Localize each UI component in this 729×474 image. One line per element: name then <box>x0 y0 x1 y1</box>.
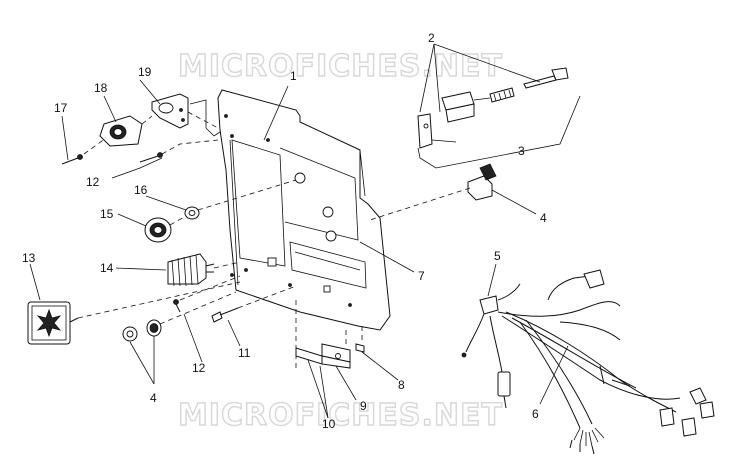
hardware-parts-8-9-10 <box>295 300 365 372</box>
watermark-bottom: MICROFICHES.NET <box>178 398 503 433</box>
callout-4-lower: 4 <box>150 391 157 405</box>
callout-9: 9 <box>360 399 367 413</box>
callout-3: 3 <box>518 144 525 158</box>
callout-4-upper: 4 <box>540 211 547 225</box>
callout-1: 1 <box>290 69 297 83</box>
switch-assembly-part-2 <box>417 67 581 169</box>
callout-16: 16 <box>134 183 148 197</box>
washer-part-16 <box>184 206 200 220</box>
callout-5: 5 <box>494 249 501 263</box>
wiring-harness-part-6 <box>461 269 715 455</box>
socket-part-14 <box>167 253 241 287</box>
screw-part-12-upper <box>139 139 219 163</box>
washer-nut-part-4 <box>122 291 237 342</box>
callout-17: 17 <box>54 101 68 115</box>
watermark-top: MICROFICHES.NET <box>178 49 503 84</box>
callout-12-lower: 12 <box>192 361 206 375</box>
callout-18: 18 <box>94 81 108 95</box>
callout-6: 6 <box>532 407 539 421</box>
callout-2: 2 <box>428 31 435 45</box>
decal-part-13 <box>27 281 241 345</box>
bolt-part-11 <box>211 285 297 323</box>
callout-12-upper: 12 <box>86 175 100 189</box>
callout-14: 14 <box>100 261 114 275</box>
nut-part-15 <box>144 179 297 243</box>
bulb-part-17 <box>61 99 221 165</box>
callout-19: 19 <box>138 65 152 79</box>
callout-8: 8 <box>398 378 405 392</box>
leader-lines <box>29 43 569 419</box>
callout-15: 15 <box>100 207 114 221</box>
toggle-switch-part-4 <box>369 163 497 221</box>
light-housing-part-18 <box>99 115 143 147</box>
screw-part-12-lower <box>173 275 241 313</box>
callout-labels: 1 2 3 4 4 5 6 7 8 9 10 11 12 12 13 14 15… <box>22 31 547 431</box>
callout-11: 11 <box>238 346 251 360</box>
callout-10: 10 <box>322 417 336 431</box>
bracket-part-19 <box>151 93 189 129</box>
callout-7: 7 <box>418 269 425 283</box>
instrument-panel <box>217 89 391 331</box>
callout-13: 13 <box>22 251 36 265</box>
